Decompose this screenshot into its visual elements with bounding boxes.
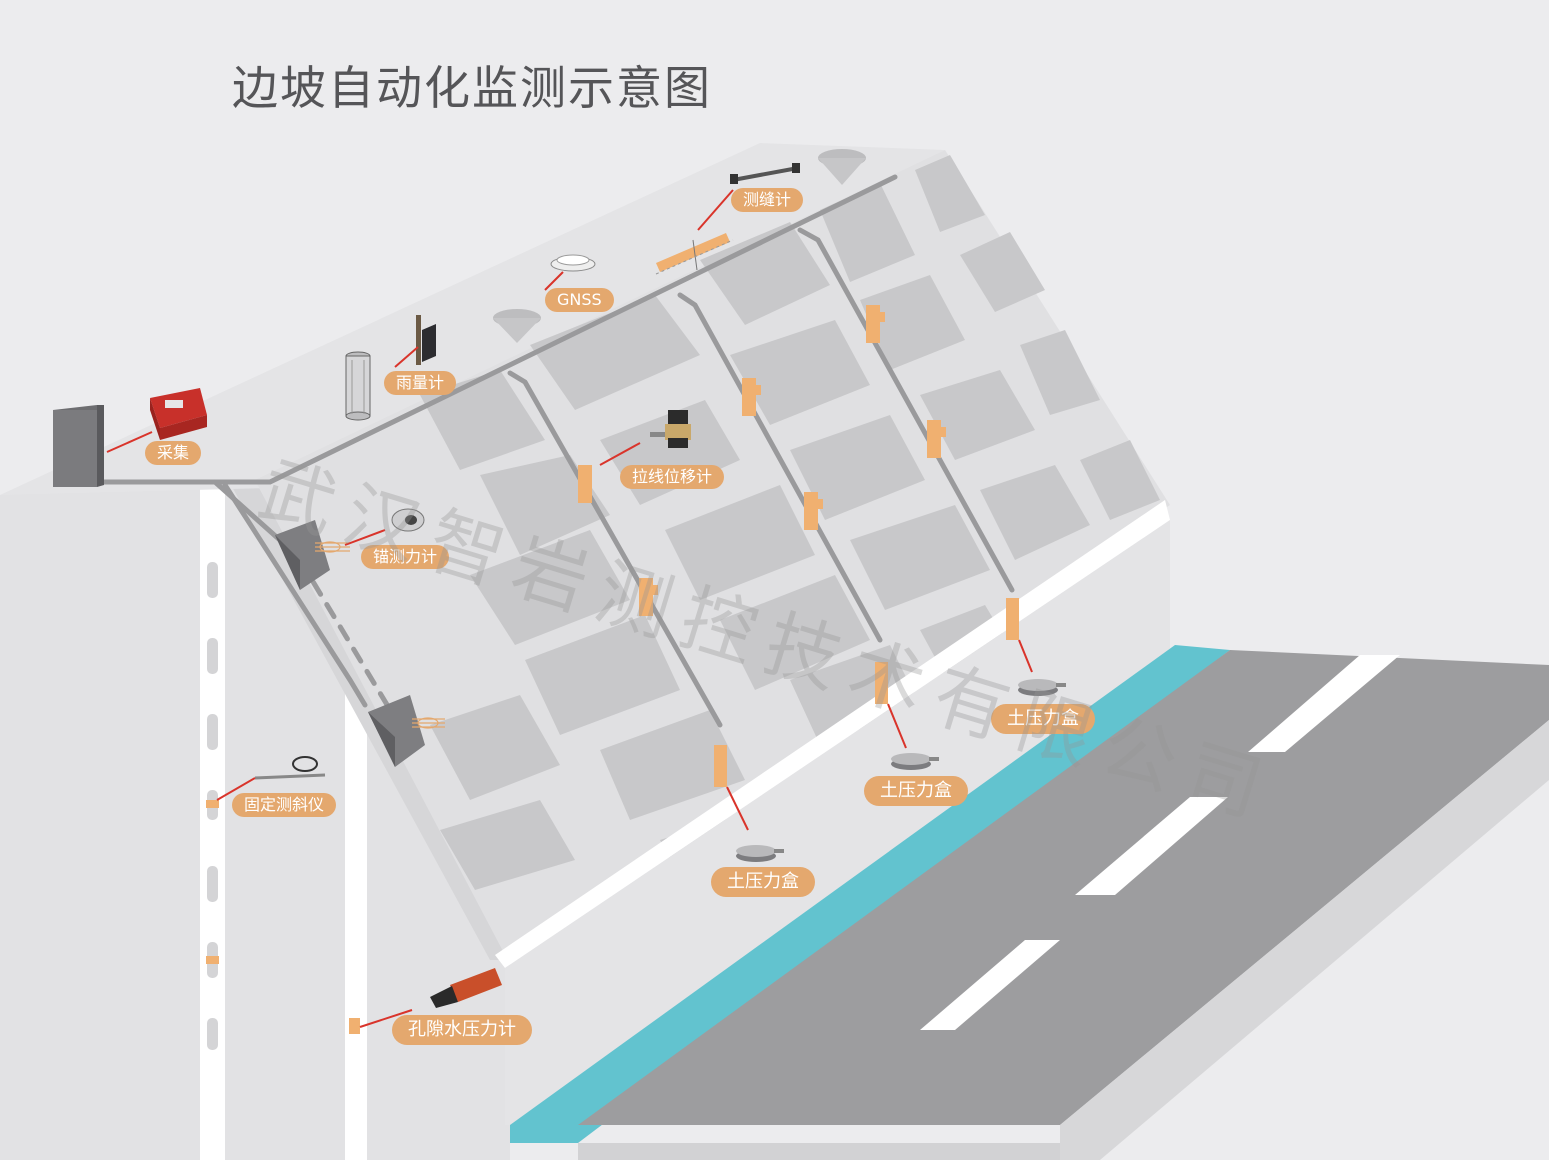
inclinometer-probe-chain <box>206 562 219 1050</box>
anchor-force-label: 锚测力计 <box>361 545 450 569</box>
gnss-marker-icon <box>818 149 866 185</box>
earth-pressure-label-3: 土压力盒 <box>711 867 815 897</box>
gnss-receiver-icon <box>550 254 596 272</box>
wire-displacement-icon <box>650 410 691 448</box>
collector-label: 采集 <box>145 441 202 465</box>
anchor-head-icon <box>275 520 350 590</box>
wire-displacement-label: 拉线位移计 <box>620 465 725 489</box>
cabinet <box>53 405 104 487</box>
leader-lines <box>106 189 1033 1028</box>
anchor-load-cell-icon <box>391 508 425 532</box>
anchor-head-icon <box>368 695 445 767</box>
toe-berm <box>505 520 1230 1125</box>
inclinometer-sensor-icon <box>254 756 326 780</box>
cable-network <box>97 174 1015 728</box>
road <box>578 650 1549 1125</box>
road-base <box>578 1143 1060 1160</box>
solar-panel-icon <box>416 315 436 365</box>
earth-pressure-label-1: 土压力盒 <box>991 704 1095 734</box>
piezometer-icon <box>430 968 502 1008</box>
left-ground-section <box>0 480 510 1160</box>
borehole-right <box>345 660 367 1160</box>
earth-pressure-cell-icon <box>1018 679 1066 696</box>
road-edge <box>1060 720 1549 1160</box>
earth-pressure-cell-icon <box>736 845 784 862</box>
piezometer-marker <box>349 1018 360 1034</box>
gnss-label: GNSS <box>545 288 614 312</box>
drainage-channel <box>510 645 1230 1143</box>
crack-meter-icon <box>730 163 800 184</box>
sensor-markers <box>578 305 1019 787</box>
pore-pressure-label: 孔隙水压力计 <box>392 1015 532 1045</box>
page-title: 边坡自动化监测示意图 <box>232 61 712 115</box>
crack-meter-installed-icon <box>655 233 734 275</box>
crack-meter-label: 测缝计 <box>731 188 804 212</box>
toe-curb <box>495 500 1170 968</box>
rain-gauge-icon <box>345 351 371 421</box>
rain-gauge-label: 雨量计 <box>384 371 457 395</box>
earth-pressure-cell-icon <box>891 753 939 770</box>
road-markings <box>920 655 1400 1030</box>
slope-top-berm <box>0 143 945 495</box>
gnss-marker-icon <box>493 309 541 343</box>
datalogger-icon <box>150 388 207 440</box>
earth-pressure-label-2: 土压力盒 <box>864 776 968 806</box>
fixed-inclinometer-label: 固定测斜仪 <box>232 793 337 817</box>
